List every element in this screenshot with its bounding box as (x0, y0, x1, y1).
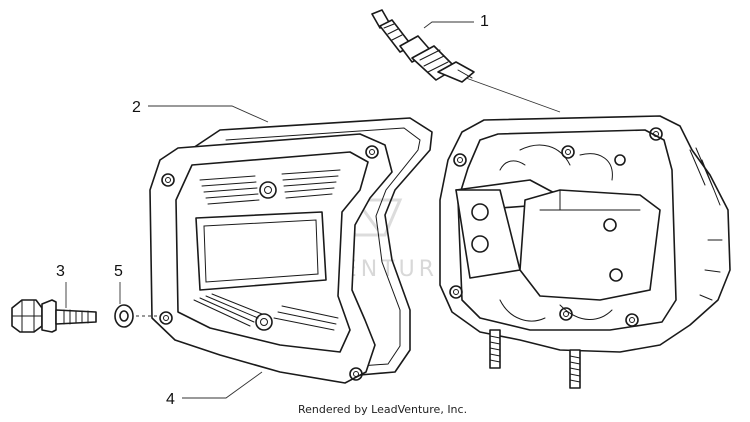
leader-1-extension (465, 77, 561, 113)
leader-4 (182, 371, 263, 399)
bolt (11, 299, 97, 333)
callout-1: 1 (480, 13, 489, 30)
callout-3: 3 (56, 263, 65, 280)
callout-numbers: 1 2 3 4 5 (56, 13, 489, 408)
washer (114, 304, 134, 328)
callout-5: 5 (114, 263, 123, 280)
valve-cover (149, 133, 393, 384)
leader-2 (148, 105, 269, 123)
callout-2: 2 (132, 99, 141, 116)
spark-plug (371, 9, 475, 83)
cover-bolt-bosses (159, 145, 379, 381)
cylinder-head (439, 115, 731, 389)
callout-4: 4 (166, 391, 175, 408)
footer-credit: Rendered by LeadVenture, Inc. (298, 403, 467, 416)
leader-lines (65, 21, 561, 399)
head-bolt-bosses (449, 127, 663, 327)
leader-1 (423, 21, 474, 29)
head-studs (489, 329, 581, 389)
